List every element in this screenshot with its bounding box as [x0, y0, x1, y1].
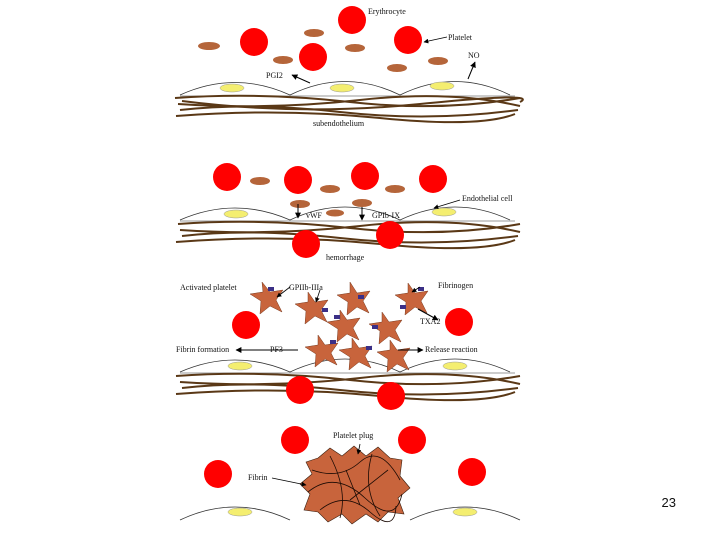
txa2-arrow — [417, 308, 439, 321]
endothelial-nucleus — [429, 81, 455, 91]
panel-platelet-plug: Platelet plug Fibrin — [179, 426, 521, 525]
erythrocyte — [284, 166, 312, 194]
fibrinogen-pointer — [411, 286, 421, 293]
fibrin-pointer — [271, 477, 307, 487]
erythrocyte — [286, 376, 314, 404]
label-fibrin-formation: Fibrin formation — [176, 345, 229, 354]
erythrocyte — [338, 6, 366, 34]
pgi2-arrow — [291, 74, 311, 84]
label-gpib-ix: GPIb-IX — [372, 211, 400, 220]
label-txa2: TXA2 — [420, 317, 440, 326]
label-platelet: Platelet — [448, 33, 473, 42]
endothelium-arcs — [179, 81, 511, 96]
label-activated-platelet: Activated platelet — [180, 283, 237, 292]
erythrocyte — [377, 382, 405, 410]
activated-platelets — [249, 281, 429, 373]
erythrocyte — [376, 221, 404, 249]
label-release-reaction: Release reaction — [425, 345, 478, 354]
platelet-pointer — [423, 36, 448, 44]
platelets — [250, 177, 405, 217]
platelet-plug-pointer — [356, 443, 362, 455]
erythrocyte — [419, 165, 447, 193]
endothelial-pointer — [433, 199, 461, 210]
platelets — [198, 29, 448, 72]
endothelium-arcs — [409, 506, 521, 521]
erythrocyte — [351, 162, 379, 190]
subendothelium-fibers — [174, 94, 524, 124]
activated-platelet-pointer — [276, 286, 291, 298]
endothelial-nucleus — [227, 361, 253, 371]
endothelial-nucleus — [431, 207, 457, 217]
erythrocyte — [394, 26, 422, 54]
label-subendothelium: subendothelium — [313, 119, 365, 128]
endothelium-arcs — [179, 206, 511, 221]
endothelium-arcs — [179, 506, 291, 521]
endothelial-nucleus — [442, 361, 468, 371]
subendothelium-fibers — [175, 372, 521, 402]
endothelial-nucleus — [219, 83, 245, 93]
erythrocyte — [292, 230, 320, 258]
endothelial-nucleus — [329, 83, 355, 93]
endothelial-nucleus — [223, 209, 249, 219]
erythrocyte — [398, 426, 426, 454]
label-endothelial-cell: Endothelial cell — [462, 194, 513, 203]
endothelial-nucleus — [227, 507, 253, 517]
page-number: 23 — [661, 495, 676, 510]
panel-activation: Activated platelet GPIIb-IIIa Fibrinogen… — [175, 281, 521, 410]
label-vwf: vWF — [306, 211, 323, 220]
label-fibrin: Fibrin — [248, 473, 268, 482]
endothelial-nucleus — [452, 507, 478, 517]
erythrocyte — [240, 28, 268, 56]
subendothelium-fibers — [175, 220, 521, 250]
label-fibrinogen: Fibrinogen — [438, 281, 473, 290]
panel-adhesion: Endothelial cell vWF GPIb-IX hemorrhage — [175, 162, 521, 262]
erythrocyte — [213, 163, 241, 191]
label-platelet-plug: Platelet plug — [333, 431, 373, 440]
erythrocyte — [445, 308, 473, 336]
platelet-plug-cluster — [299, 445, 411, 525]
erythrocyte — [204, 460, 232, 488]
label-no: NO — [468, 51, 480, 60]
erythrocyte — [281, 426, 309, 454]
erythrocyte — [458, 458, 486, 486]
label-pf3: PF3 — [270, 345, 283, 354]
erythrocyte — [232, 311, 260, 339]
erythrocyte — [299, 43, 327, 71]
label-pgi2: PGI2 — [266, 71, 283, 80]
no-arrow — [467, 61, 476, 80]
gpiib-iiia-receptors — [268, 287, 424, 350]
panel-normal: Erythrocyte Platelet NO PGI2 subendothel… — [174, 6, 524, 128]
fibrin-strands — [307, 453, 403, 522]
label-gpiib-iiia: GPIIb-IIIa — [289, 283, 323, 292]
label-hemorrhage: hemorrhage — [326, 253, 365, 262]
endothelium-arcs — [179, 358, 511, 373]
label-erythrocyte: Erythrocyte — [368, 7, 406, 16]
gpiib-pointer — [315, 289, 321, 303]
